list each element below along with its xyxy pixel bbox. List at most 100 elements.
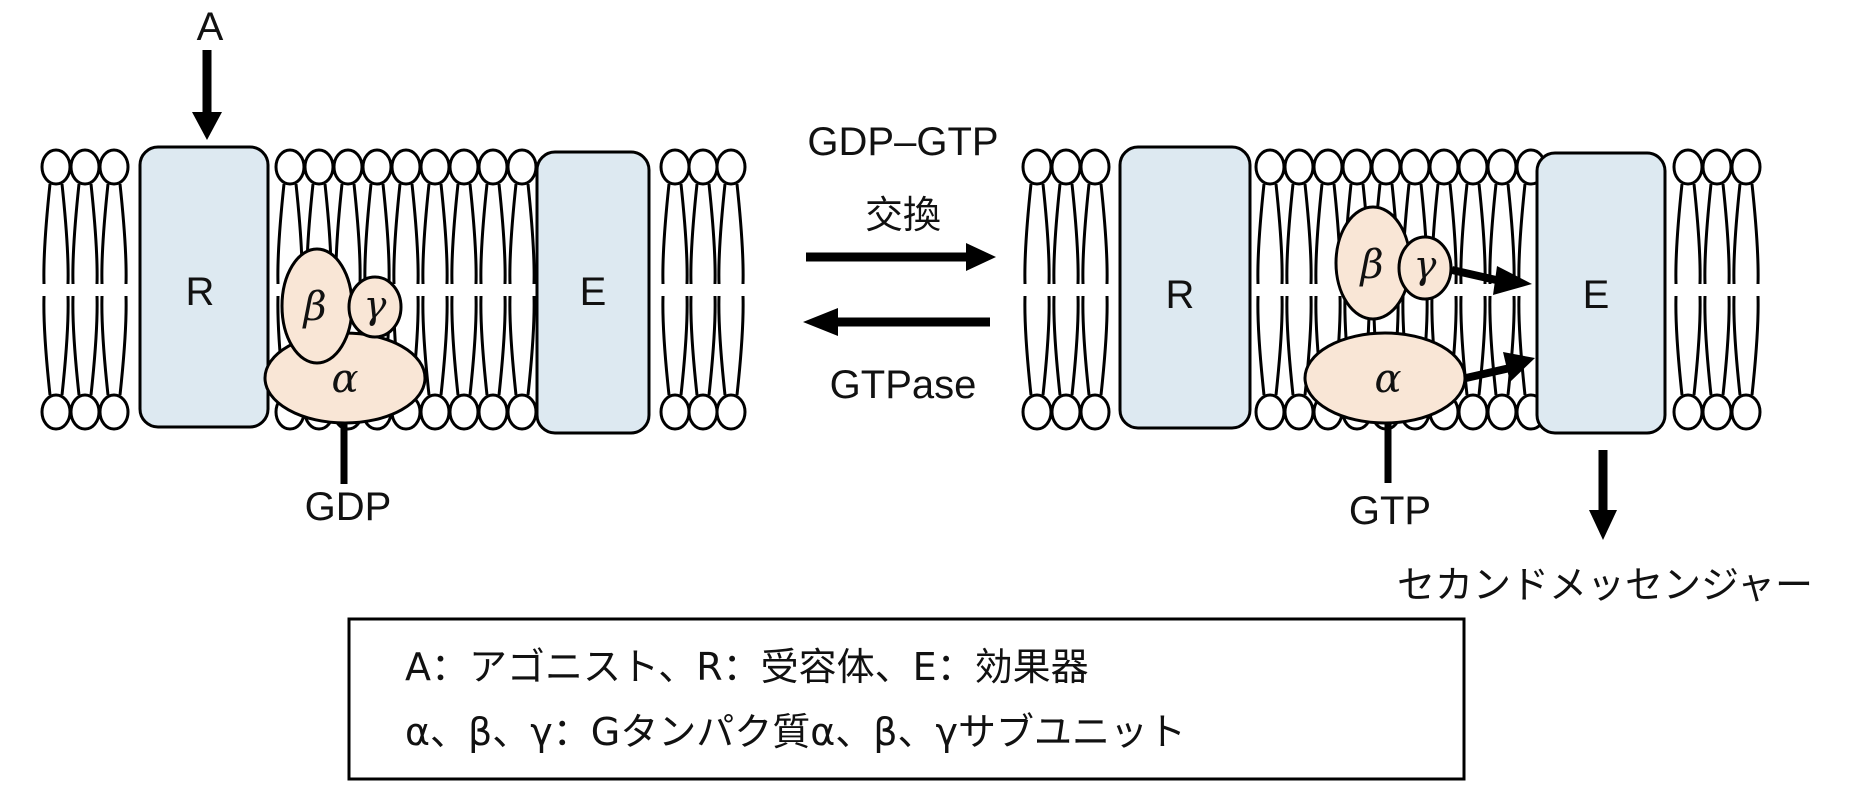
lipid-tail bbox=[1081, 295, 1109, 396]
lipid-head bbox=[715, 393, 747, 431]
gamma-subunit bbox=[1397, 235, 1453, 301]
lipid-head bbox=[659, 393, 691, 431]
lipid-tail bbox=[689, 183, 717, 285]
phospholipid bbox=[1079, 148, 1111, 431]
lipid-head bbox=[477, 148, 509, 186]
lipid-tail bbox=[71, 183, 99, 285]
lipid-head bbox=[98, 393, 130, 431]
lipid-tail bbox=[1285, 183, 1313, 285]
phospholipid bbox=[1283, 148, 1315, 431]
alpha-arrowhead bbox=[1503, 352, 1535, 382]
phospholipid bbox=[69, 148, 101, 431]
phospholipid bbox=[1254, 148, 1286, 431]
lipid-tail bbox=[100, 295, 128, 396]
lipid-tail bbox=[42, 183, 70, 285]
gamma-subunit bbox=[347, 275, 403, 339]
lipid-head bbox=[1341, 148, 1373, 186]
phospholipid bbox=[506, 148, 538, 431]
lipid-head bbox=[40, 393, 72, 431]
phospholipid bbox=[98, 148, 130, 431]
exchange-arrows: GDP–GTP 交換 GTPase bbox=[803, 120, 999, 407]
lipid-tail bbox=[450, 295, 478, 396]
lipid-head bbox=[1312, 148, 1344, 186]
phospholipid bbox=[1021, 148, 1053, 431]
agonist-arrowhead bbox=[192, 112, 222, 140]
lipid-head bbox=[506, 148, 538, 186]
gtp-label: GTP bbox=[1349, 489, 1431, 533]
lipid-tail bbox=[421, 183, 449, 285]
legend-line-1: A：アゴニスト、R：受容体、E：効果器 bbox=[405, 645, 1089, 689]
lipid-tail bbox=[1703, 183, 1731, 285]
phospholipid bbox=[477, 148, 509, 431]
exchange-label: 交換 bbox=[865, 193, 941, 237]
gamma-label: γ bbox=[364, 283, 387, 327]
lipid-tail bbox=[1488, 295, 1516, 396]
alpha-label: α bbox=[331, 356, 358, 402]
lipid-head bbox=[361, 148, 393, 186]
lipid-tail bbox=[1023, 183, 1051, 285]
lipid-head bbox=[98, 148, 130, 186]
lipid-head bbox=[274, 148, 306, 186]
effector-box bbox=[535, 150, 651, 435]
lipid-head bbox=[448, 393, 480, 431]
betagamma-arrowhead bbox=[1493, 266, 1532, 295]
second-messenger-arrowhead bbox=[1589, 510, 1617, 540]
lipid-head bbox=[1254, 393, 1286, 431]
legend-frame bbox=[347, 617, 1466, 781]
phospholipid bbox=[687, 148, 719, 431]
lipid-head bbox=[69, 148, 101, 186]
lipid-head bbox=[1428, 148, 1460, 186]
lipid-head bbox=[1399, 148, 1431, 186]
lipid-tail bbox=[450, 183, 478, 285]
lipid-head bbox=[1079, 393, 1111, 431]
agonist-label: A bbox=[197, 5, 224, 49]
lipid-tail bbox=[1052, 295, 1080, 396]
lipid-tail bbox=[1674, 295, 1702, 396]
lipid-head bbox=[687, 148, 719, 186]
receptor-box bbox=[138, 145, 270, 429]
second-messenger-label: セカンドメッセンジャー bbox=[1397, 563, 1813, 607]
lipid-head bbox=[1254, 148, 1286, 186]
lipid-tail bbox=[1023, 295, 1051, 396]
lipid-head bbox=[390, 148, 422, 186]
effector-label: E bbox=[580, 270, 607, 314]
phospholipid bbox=[1050, 148, 1082, 431]
lipid-tail bbox=[479, 295, 507, 396]
phospholipid bbox=[1701, 148, 1733, 431]
lipid-tail bbox=[1256, 183, 1284, 285]
phospholipid bbox=[40, 148, 72, 431]
lipid-tail bbox=[1674, 183, 1702, 285]
forward-arrowhead bbox=[966, 243, 996, 271]
legend-box: A：アゴニスト、R：受容体、E：効果器 α、β、γ：Gタンパク質α、β、γサブユ… bbox=[347, 617, 1466, 781]
lipid-head bbox=[1370, 148, 1402, 186]
left-panel: A R E β γ α GDP bbox=[138, 5, 651, 529]
gamma-label: γ bbox=[1414, 243, 1437, 287]
lipid-head bbox=[477, 393, 509, 431]
lipid-tail bbox=[689, 295, 717, 396]
lipid-head bbox=[1701, 148, 1733, 186]
lipid-head bbox=[1486, 393, 1518, 431]
beta-label: β bbox=[301, 284, 326, 330]
lipid-head bbox=[1021, 393, 1053, 431]
lipid-head bbox=[1283, 393, 1315, 431]
lipid-head bbox=[1672, 393, 1704, 431]
lipid-head bbox=[1050, 393, 1082, 431]
lipid-head bbox=[1730, 393, 1762, 431]
lipid-tail bbox=[661, 183, 689, 285]
lipid-tail bbox=[1256, 295, 1284, 396]
gdp-label: GDP bbox=[305, 485, 392, 529]
right-panel: R E β γ α GTP セカンドメッセンジャー bbox=[1118, 145, 1813, 607]
phospholipid bbox=[715, 148, 747, 431]
lipid-tail bbox=[508, 183, 536, 285]
lipid-head bbox=[687, 393, 719, 431]
lipid-tail bbox=[100, 183, 128, 285]
lipid-tail bbox=[392, 183, 420, 285]
phospholipid bbox=[1730, 148, 1762, 431]
lipid-head bbox=[1486, 148, 1518, 186]
receptor-box bbox=[1118, 145, 1252, 430]
receptor-label: R bbox=[186, 270, 215, 314]
lipid-tail bbox=[479, 183, 507, 285]
lipid-tail bbox=[42, 295, 70, 396]
lipid-tail bbox=[717, 183, 745, 285]
